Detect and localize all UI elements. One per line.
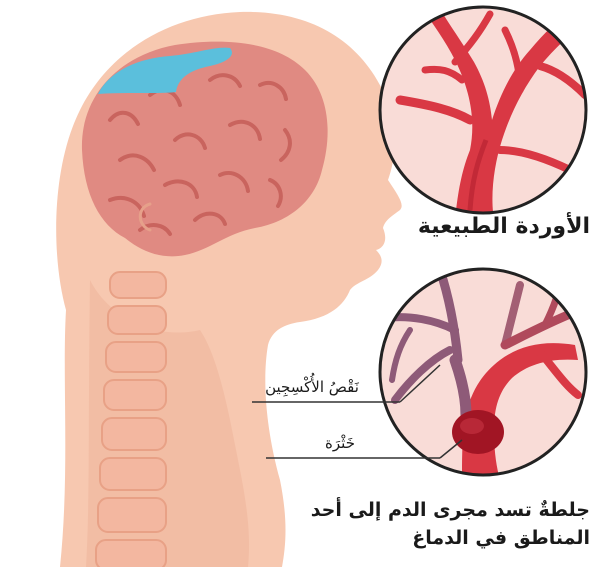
vertebra — [102, 418, 166, 450]
vertebra — [104, 380, 166, 410]
vertebra — [106, 342, 166, 372]
vertebra — [96, 540, 166, 567]
vertebra — [98, 498, 166, 532]
blocked-vessel-circle — [380, 269, 586, 480]
normal-veins-title: الأوردة الطبيعية — [398, 214, 590, 239]
stroke-caption: جلطةٌ تسد مجرى الدم إلى أحد المناطق في ا… — [300, 496, 590, 552]
oxygen-deficiency-label: نَقْصُ الأُكْسِجِين — [252, 378, 372, 396]
clot-label: خَثْرَة — [300, 434, 380, 452]
vertebra — [108, 306, 166, 334]
caption-line-1: جلطةٌ تسد مجرى الدم إلى أحد — [300, 496, 590, 524]
caption-line-2: المناطق في الدماغ — [300, 524, 590, 552]
normal-veins-circle — [380, 2, 588, 220]
vertebra — [100, 458, 166, 490]
vertebra — [110, 272, 166, 298]
blood-clot-highlight — [460, 418, 484, 434]
